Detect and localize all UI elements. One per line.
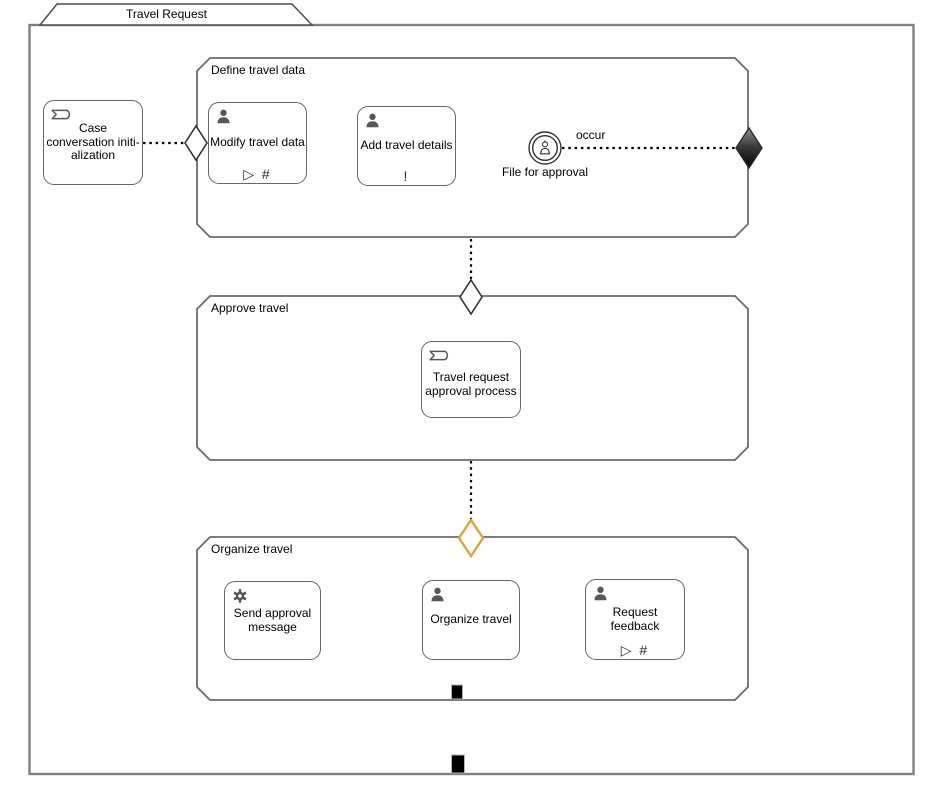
case-plan-tab-label: Travel Request (126, 7, 207, 21)
task-travel-request-approval-process[interactable]: Travel request approval process (421, 341, 521, 418)
stage-define-label: Define travel data (211, 63, 306, 77)
task-label: Send approval message (233, 606, 312, 634)
entry-criterion-define[interactable] (184, 124, 208, 162)
user-event-icon (540, 140, 550, 155)
entry-criterion-organize[interactable] (457, 517, 485, 559)
task-label: Case conversation initi- alization (46, 121, 140, 163)
marker-square-organize-stage[interactable] (451, 684, 463, 700)
case-icon (429, 348, 450, 364)
task-add-travel-details[interactable]: Add travel details ! (357, 106, 456, 186)
task-label: Travel request approval process (425, 370, 517, 398)
user-icon (430, 587, 451, 603)
entry-criterion-approve[interactable] (459, 278, 483, 316)
task-label: Modify travel data (210, 135, 305, 150)
task-markers-manual-repetition: ▷ # (243, 166, 272, 182)
user-icon (365, 113, 386, 129)
case-plan-tab[interactable] (38, 3, 314, 26)
task-label: Add travel details (360, 138, 453, 153)
task-label: Organize travel (430, 612, 512, 627)
task-organize-travel[interactable]: Organize travel (422, 580, 520, 660)
event-listener-file-for-approval[interactable] (528, 131, 562, 165)
task-label: Request feedback (610, 605, 660, 633)
marker-square-case-plan[interactable] (451, 754, 465, 774)
task-marker-required: ! (403, 168, 410, 184)
stage-approve-label: Approve travel (211, 301, 289, 315)
task-send-approval-message[interactable]: Send approval message (224, 581, 321, 660)
task-request-feedback[interactable]: Request feedback ▷ # (585, 579, 685, 660)
exit-criterion-define[interactable] (735, 126, 763, 170)
case-icon (51, 107, 72, 123)
stage-define-shape[interactable] (196, 57, 749, 238)
user-icon (216, 109, 237, 125)
stage-organize-label: Organize travel (211, 542, 293, 556)
gear-icon (232, 588, 253, 604)
task-markers-manual-repetition: ▷ # (620, 642, 650, 658)
task-case-conversation-initialization[interactable]: Case conversation initi- alization (43, 100, 143, 185)
task-modify-travel-data[interactable]: Modify travel data ▷ # (208, 102, 307, 184)
user-icon (593, 586, 614, 602)
